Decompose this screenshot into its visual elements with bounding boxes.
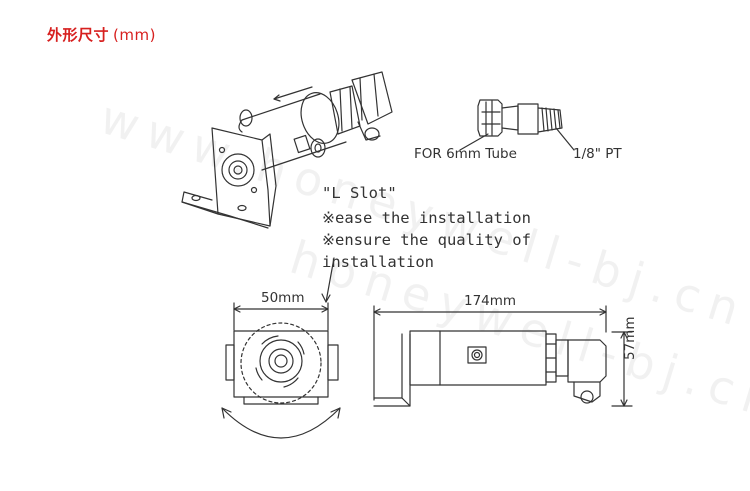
- dimension-length: 174mm: [464, 293, 517, 309]
- title-unit: (mm): [113, 26, 156, 44]
- note-line-2: ※ensure the quality of: [322, 231, 531, 249]
- title-text: 外形尺寸: [47, 26, 110, 44]
- thread-label: 1/8" PT: [573, 146, 622, 162]
- dimension-width: 50mm: [261, 290, 305, 306]
- fitting-detail: [459, 99, 575, 151]
- l-slot-title: "L Slot": [322, 184, 397, 202]
- l-slot-arrow: [321, 293, 331, 303]
- note-line-3: installation: [322, 253, 434, 271]
- note-line-1: ※ease the installation: [322, 209, 531, 227]
- side-view: [373, 305, 633, 407]
- dimension-height: 57mm: [622, 316, 638, 360]
- tube-label: FOR 6mm Tube: [414, 146, 517, 162]
- isometric-sensor-view: [181, 71, 393, 229]
- l-slot-leader: [325, 257, 335, 303]
- page-title: 外形尺寸(mm): [47, 24, 156, 45]
- front-view: [221, 302, 341, 439]
